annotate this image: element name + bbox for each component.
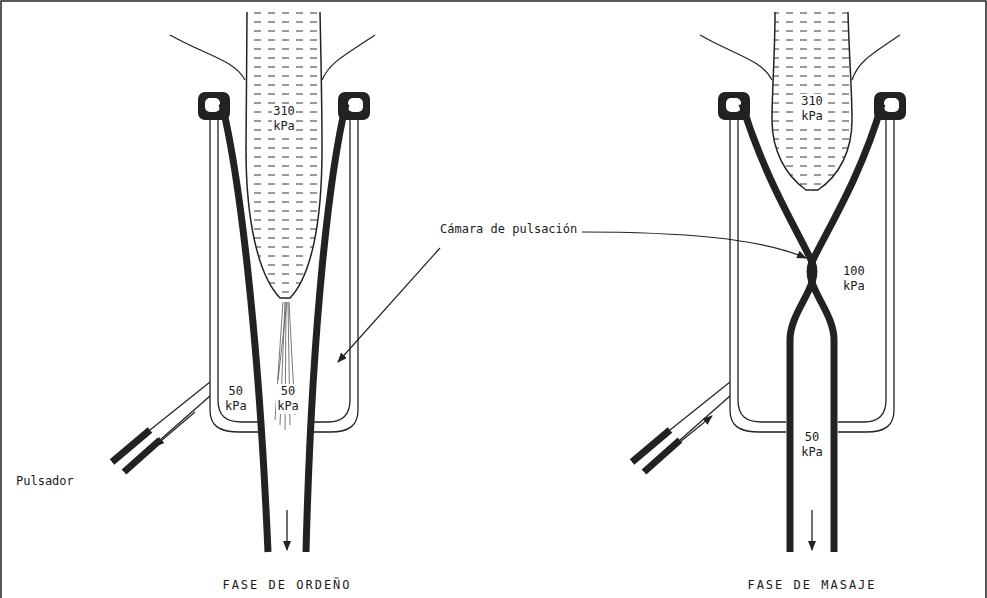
part-label: Pulsador <box>16 474 74 489</box>
pressure-value: 310 kPa <box>800 94 824 124</box>
part-label: Cámara de pulsación <box>440 222 577 237</box>
pressure-value: 50 kPa <box>800 430 824 460</box>
pressure-value: 100 kPa <box>842 264 866 294</box>
phase-caption: FASE DE MASAJE <box>747 578 876 593</box>
phase-caption: FASE DE ORDEÑO <box>222 578 351 593</box>
pressure-value: 50 kPa <box>276 384 300 414</box>
pressure-value: 50 kPa <box>224 384 248 414</box>
pressure-value: 310 kPa <box>272 104 296 134</box>
